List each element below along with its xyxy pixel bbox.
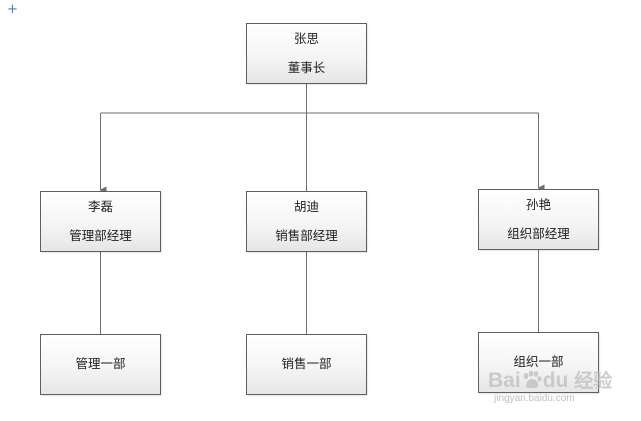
node-dept-label: 管理一部 <box>75 356 126 372</box>
node-name: 李磊 <box>87 198 113 214</box>
node-dept-label: 组织一部 <box>513 354 564 370</box>
node-title: 组织部经理 <box>507 226 570 241</box>
node-manager-organization: 孙艳 组织部经理 <box>478 189 599 250</box>
node-title: 管理部经理 <box>69 228 132 243</box>
node-dept-admin-1: 管理一部 <box>40 334 161 395</box>
node-name: 孙艳 <box>525 196 551 212</box>
node-dept-label: 销售一部 <box>281 356 332 372</box>
node-title: 销售部经理 <box>275 228 338 243</box>
node-chairman: 张思 董事长 <box>246 23 367 84</box>
node-name: 张思 <box>293 30 319 46</box>
node-dept-sales-1: 销售一部 <box>246 334 367 395</box>
node-title: 董事长 <box>287 60 326 75</box>
node-manager-admin: 李磊 管理部经理 <box>40 191 161 252</box>
node-dept-organization-1: 组织一部 <box>478 332 599 393</box>
node-name: 胡迪 <box>293 198 319 214</box>
corner-plus-icon: + <box>7 2 18 17</box>
node-manager-sales: 胡迪 销售部经理 <box>246 191 367 252</box>
